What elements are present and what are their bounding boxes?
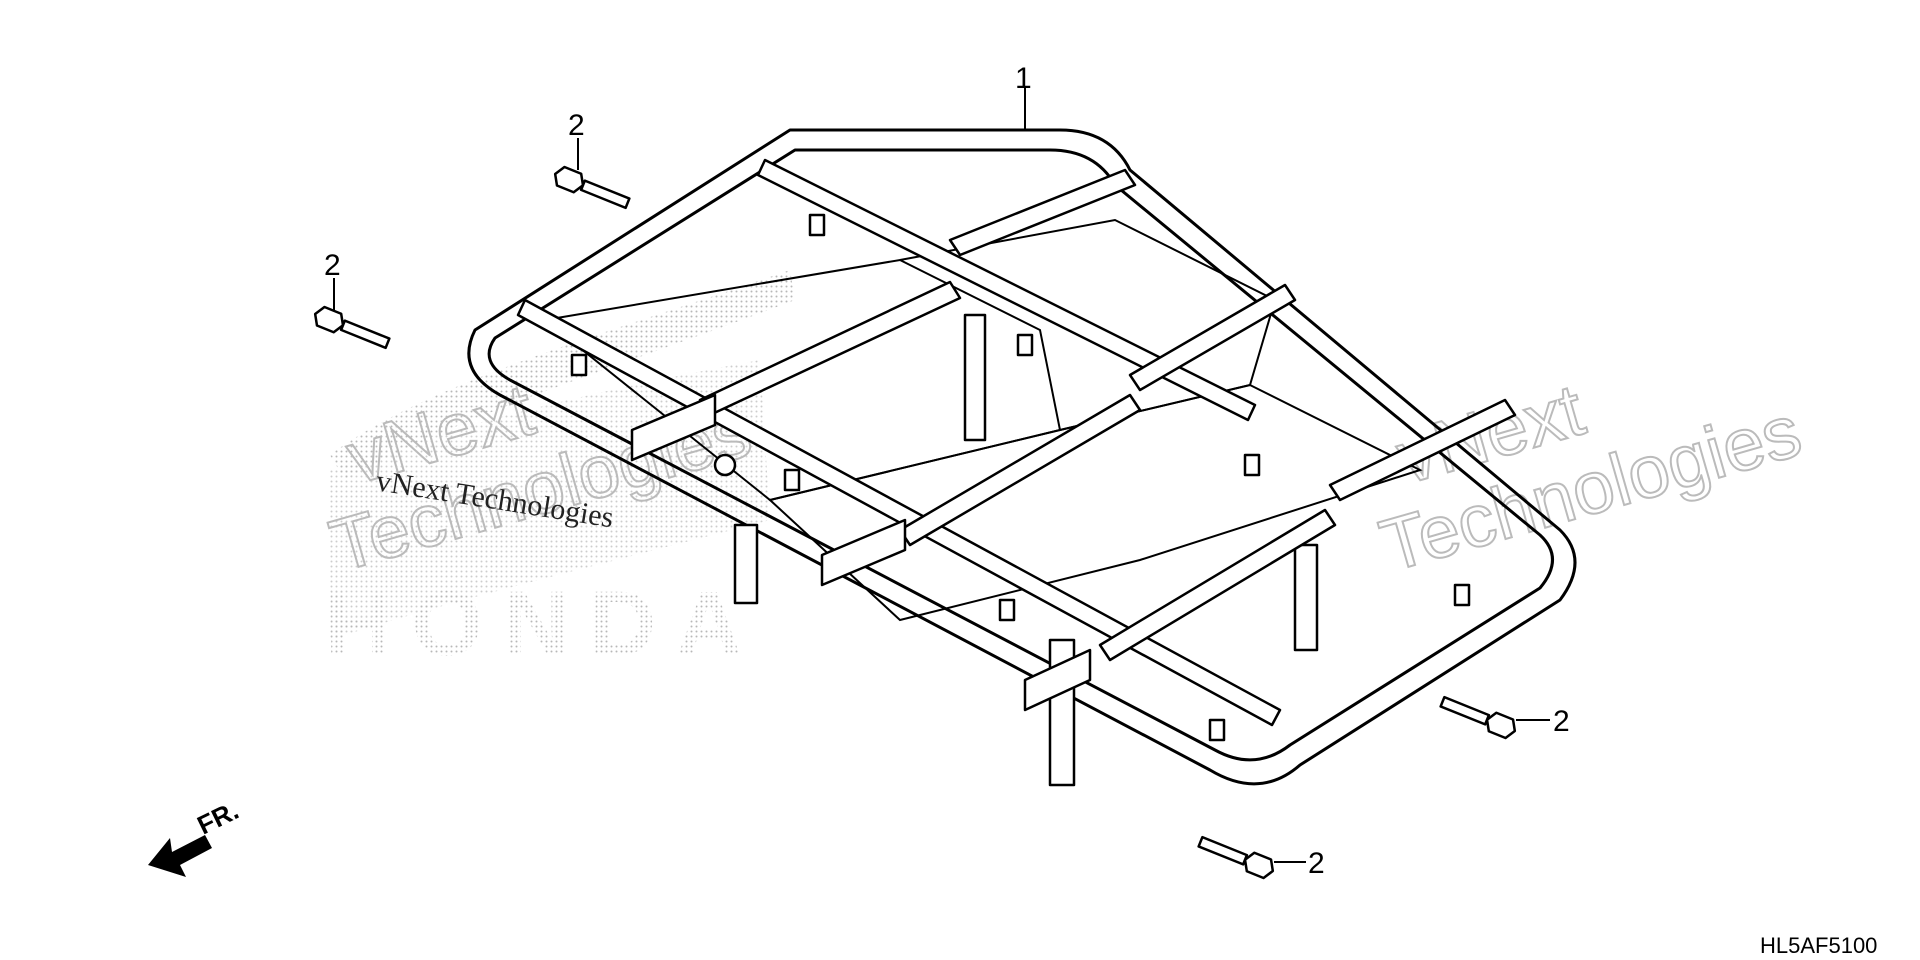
honda-logo-watermark: HONDA (325, 270, 795, 675)
callout-2c-label: 2 (1553, 705, 1570, 738)
front-label: FR. (192, 795, 243, 840)
callout-1-label: 1 (1015, 62, 1032, 95)
honda-logo-letters: HONDA (325, 573, 762, 675)
flange-bolt-icon (1439, 695, 1517, 740)
callout-2b-label: 2 (324, 249, 341, 282)
rear-carrier-rack (467, 128, 1577, 787)
front-direction-arrow: FR. (148, 795, 243, 877)
flange-bolt-icon (313, 305, 391, 350)
flange-bolt-icon (1197, 835, 1275, 880)
flange-bolt-icon (553, 165, 631, 210)
callout-2d-label: 2 (1308, 847, 1325, 880)
callout-2a-label: 2 (568, 109, 585, 142)
part-code: HL5AF5100 (1760, 933, 1877, 958)
rack-legs (733, 313, 1319, 787)
